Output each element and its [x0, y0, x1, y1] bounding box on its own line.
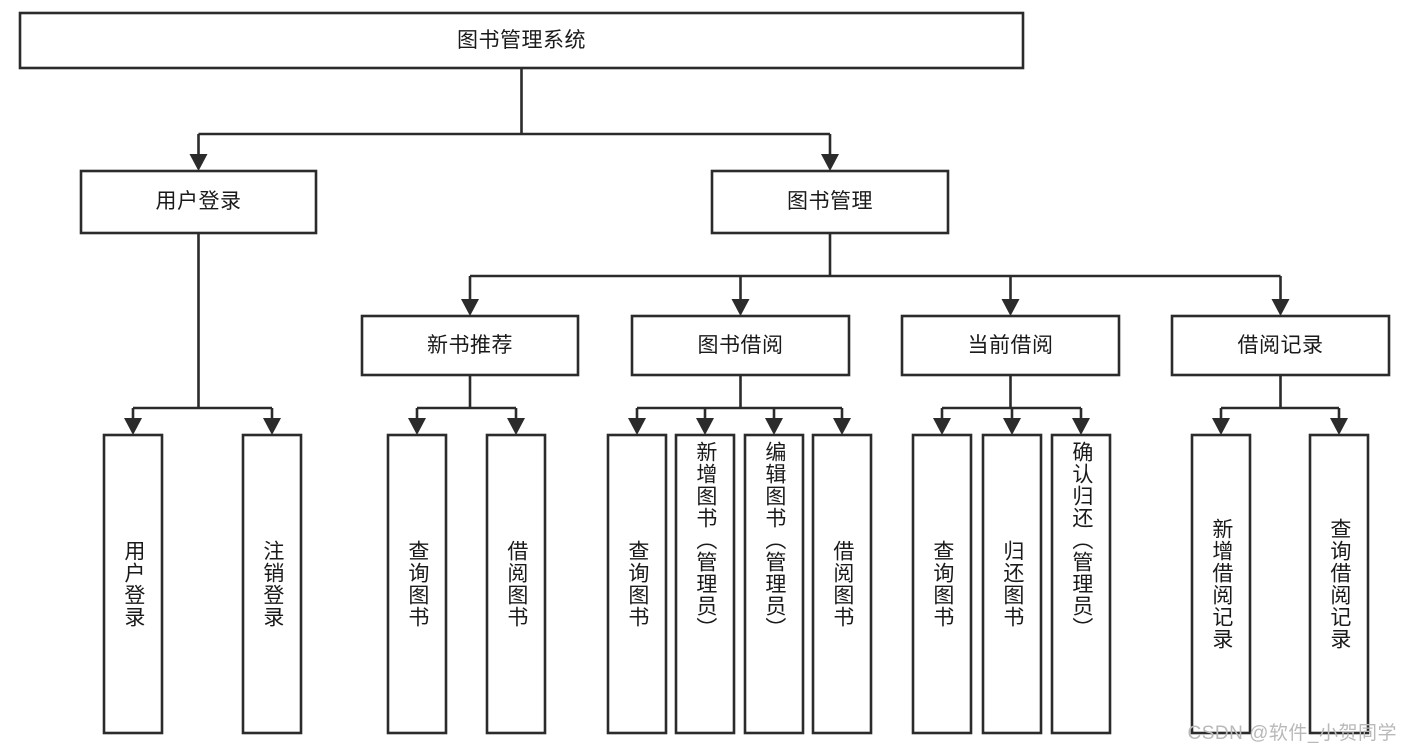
arrow-head-leaf-borrow-book [833, 418, 851, 435]
node-box-book-borrow[interactable] [630, 314, 851, 377]
arrow-head-leaf-add-borrow-record [1212, 418, 1230, 435]
node-box-leaf-logout[interactable] [241, 433, 303, 735]
node-box-leaf-query-book-borrow[interactable] [606, 433, 668, 735]
node-box-leaf-borrow-book-recommend[interactable] [485, 433, 547, 735]
node-box-user-login[interactable] [79, 169, 318, 235]
arrow-head-new-book-recommend [461, 299, 479, 316]
node-box-leaf-query-book-current[interactable] [911, 433, 973, 735]
node-box-leaf-add-book-admin[interactable] [674, 433, 736, 735]
node-box-leaf-query-borrow-record[interactable] [1308, 433, 1370, 735]
node-box-leaf-add-borrow-record[interactable] [1190, 433, 1252, 735]
arrow-head-leaf-borrow-book-recommend [507, 418, 525, 435]
arrow-head-leaf-add-book-admin [696, 418, 714, 435]
node-box-leaf-user-login[interactable] [102, 433, 164, 735]
arrow-head-user-login [189, 154, 208, 171]
node-box-new-book-recommend[interactable] [360, 314, 580, 377]
node-box-borrow-record[interactable] [1170, 314, 1391, 377]
arrow-head-leaf-query-book-current [933, 418, 951, 435]
node-box-book-management[interactable] [710, 169, 950, 235]
arrow-head-borrow-record [1271, 299, 1290, 316]
node-box-leaf-confirm-return-admin[interactable] [1050, 433, 1112, 735]
arrow-head-leaf-query-book-borrow [628, 418, 646, 435]
arrow-head-leaf-confirm-return-admin [1072, 418, 1090, 435]
arrow-head-leaf-edit-book-admin [765, 418, 783, 435]
node-box-leaf-borrow-book[interactable] [811, 433, 873, 735]
arrow-head-book-borrow [731, 299, 750, 316]
node-box-leaf-query-book-recommend[interactable] [386, 433, 448, 735]
arrow-head-leaf-query-borrow-record [1330, 418, 1348, 435]
arrow-head-book-management [821, 154, 839, 171]
arrow-head-leaf-query-book-recommend [408, 418, 426, 435]
node-box-current-borrow[interactable] [900, 314, 1121, 377]
arrow-head-leaf-user-login [124, 418, 142, 435]
node-box-root[interactable] [18, 11, 1025, 70]
arrow-head-leaf-logout [263, 418, 281, 435]
node-box-leaf-return-book[interactable] [981, 433, 1043, 735]
arrow-head-leaf-return-book [1003, 418, 1021, 435]
node-box-leaf-edit-book-admin[interactable] [743, 433, 805, 735]
arrow-head-current-borrow [1001, 299, 1020, 316]
